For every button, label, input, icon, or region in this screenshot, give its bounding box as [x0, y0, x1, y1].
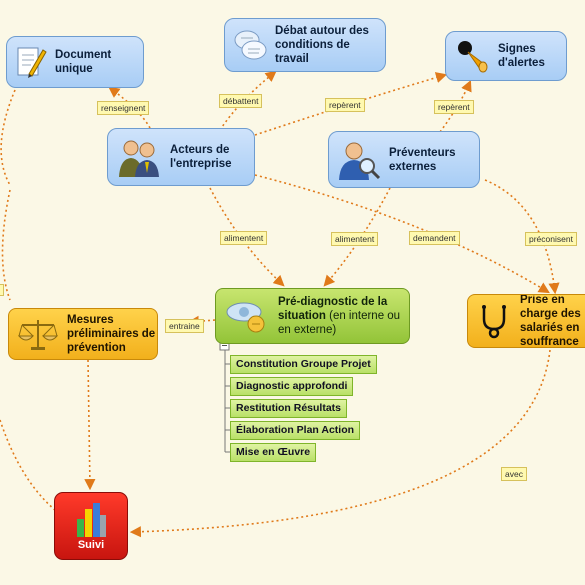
link-renseignent [108, 86, 151, 129]
node-mesures[interactable]: Mesures préliminaires de prévention [8, 308, 158, 360]
node-label: Prise en charge des salariés en souffran… [520, 294, 581, 348]
link-mesures-suivi [84, 359, 96, 491]
node-prediagnostic[interactable]: Pré-diagnostic de la situation (en inter… [215, 288, 410, 344]
link-left-edge-bottom [0, 419, 56, 511]
link-demandent [254, 174, 550, 294]
magnifier-person-icon [339, 142, 381, 180]
link-label-debattent: débattent [219, 94, 263, 108]
substep-item[interactable]: Diagnostic approfondi [230, 377, 354, 396]
scales-icon [17, 320, 59, 350]
link-label-reperent: repèrent [325, 98, 365, 112]
node-label: Préventeurs externes [389, 146, 456, 173]
stethoscope-icon [482, 305, 506, 339]
link-left-edge [1, 189, 11, 301]
bar-chart-icon [77, 503, 106, 537]
node-label: Débat autour des conditions de travail [275, 25, 369, 65]
node-preventeurs[interactable]: Préventeurs externes [328, 131, 480, 188]
link-label-reperent: repèrent [434, 100, 474, 114]
substep-item[interactable]: Restitution Résultats [230, 399, 348, 418]
node-label: Document unique [55, 49, 112, 75]
node-signes-alertes[interactable]: Signes d'alertes [445, 31, 567, 81]
substep-item[interactable]: Élaboration Plan Action [230, 421, 361, 440]
link-label-demandent: demandent [409, 231, 460, 245]
link-label-entraine: entraine [165, 319, 204, 333]
node-prise-en-charge[interactable]: Prise en charge des salariés en souffran… [467, 294, 585, 348]
people-icon [119, 140, 159, 177]
link-debattent [219, 70, 277, 131]
link-label-preconisent: préconisent [525, 232, 577, 246]
node-label: Pré-diagnostic de la situation [278, 296, 388, 322]
speech-bubbles-icon [234, 30, 267, 60]
node-label: Signes d'alertes [498, 43, 545, 69]
substep-item[interactable]: Mise en Œuvre [230, 443, 317, 462]
node-acteurs[interactable]: Acteurs de l'entreprise [107, 128, 255, 186]
node-label: Mesures préliminaires de prévention [67, 314, 156, 354]
node-debat[interactable]: Débat autour des conditions de travail [224, 18, 386, 72]
link-label-renseignent: renseignent [97, 101, 150, 115]
link-label-offscreen [0, 284, 4, 296]
link-label-alimentent: alimentent [220, 231, 268, 245]
node-label: Acteurs de l'entreprise [170, 144, 232, 170]
document-pen-icon [17, 47, 47, 78]
node-suivi[interactable]: Suivi [54, 492, 128, 560]
link-label-alimentent: alimentent [331, 232, 379, 246]
alert-beacon-icon [458, 41, 488, 73]
substep-item[interactable]: Constitution Groupe Projet [230, 355, 377, 374]
link-label-avec: avec [501, 467, 527, 481]
diagnostic-icon [226, 302, 265, 333]
node-label-detail: (en interne ou en externe) [278, 310, 401, 336]
link-avec [129, 349, 551, 538]
node-label: Suivi [77, 539, 105, 551]
node-document-unique[interactable]: Document unique [6, 36, 144, 88]
link-left-edge-top [0, 89, 16, 186]
